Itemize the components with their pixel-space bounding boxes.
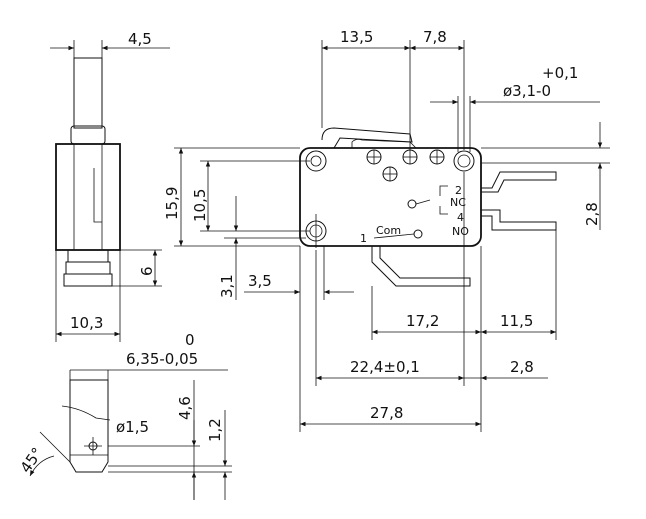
label-term4: 4	[457, 211, 464, 224]
label-term1: 1	[360, 232, 367, 245]
dim-h-105: 10,5	[191, 189, 209, 222]
pin-detail: 0 6,35-0,05 ø1,5 45° 4,6 1,2	[17, 331, 232, 500]
dim-pin-12: 1,2	[206, 418, 224, 442]
dim-angle: 45°	[17, 444, 47, 476]
front-view: 2 NC 4 NO 1 Com	[299, 127, 557, 287]
dim-hole-tol: +0,1	[542, 64, 578, 82]
dim-w-35: 3,5	[248, 272, 272, 290]
dim-pin-46: 4,6	[176, 396, 194, 420]
dim-top-135: 13,5	[340, 28, 373, 46]
dim-h-159: 15,9	[163, 187, 181, 220]
dim-hole-dia: ø3,1-0	[503, 82, 551, 100]
dim-tol-zero: 0	[185, 331, 195, 349]
label-no: NO	[452, 225, 469, 238]
dim-pin-width: 6,35-0,05	[126, 350, 198, 368]
dim-side-width-top: 4,5	[128, 30, 152, 48]
dim-h-31: 3,1	[218, 274, 236, 298]
dim-pin-dia: ø1,5	[116, 418, 149, 436]
dim-w-278: 27,8	[370, 404, 403, 422]
front-dimensions: 13,5 7,8 +0,1 ø3,1-0 2,8 15,9 10,5 3,1	[163, 28, 610, 432]
dim-w-172: 17,2	[406, 312, 439, 330]
dim-side-width-bottom: 10,3	[70, 314, 103, 332]
label-com: Com	[376, 224, 401, 237]
dim-side-height: 6	[138, 266, 156, 276]
dim-w-224: 22,4±0,1	[350, 358, 420, 376]
dim-w-28b: 2,8	[510, 358, 534, 376]
dim-top-78: 7,8	[423, 28, 447, 46]
label-term2: 2	[455, 184, 462, 197]
dim-w-115: 11,5	[500, 312, 533, 330]
label-nc: NC	[450, 196, 466, 209]
dim-right-28: 2,8	[583, 202, 601, 226]
side-view: 4,5 6 10,3	[50, 30, 170, 342]
